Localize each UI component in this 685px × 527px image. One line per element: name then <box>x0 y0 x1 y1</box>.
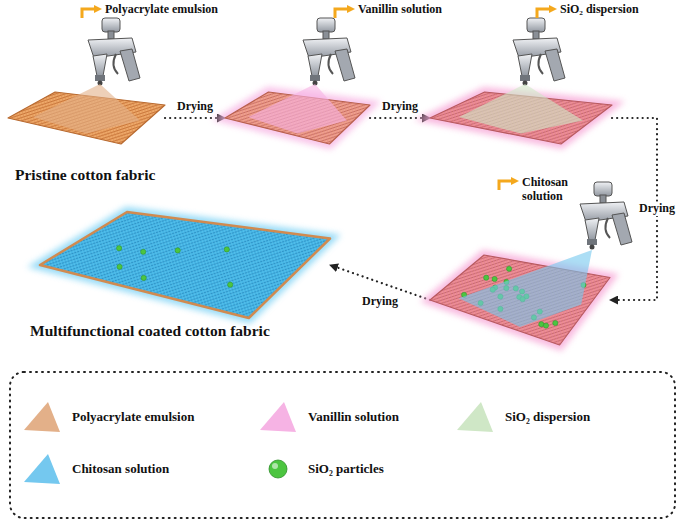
cone-sample <box>260 402 296 432</box>
silica-particle <box>228 282 233 287</box>
silica-particle <box>141 275 146 280</box>
silica-particle <box>484 275 489 280</box>
silica-particle <box>224 247 229 252</box>
step-label: Vanillin solution <box>358 3 442 17</box>
step-label: Chitosan solution <box>522 176 584 204</box>
fabric-node: SiO₂ dispersion <box>430 92 612 144</box>
silica-particle <box>492 276 497 281</box>
fabric-illustration <box>430 92 612 144</box>
spray-cone <box>459 250 592 327</box>
step-label: Polyacrylate emulsion <box>105 3 218 17</box>
spray-swatch <box>22 400 62 434</box>
spray-cone <box>248 84 347 134</box>
cone-sample <box>24 402 60 432</box>
spray-swatch <box>22 452 62 486</box>
fabric-illustration <box>40 212 330 318</box>
legend-text: Polyacrylate emulsion <box>72 410 194 425</box>
spray-swatch <box>258 400 298 434</box>
silica-particle <box>553 320 558 325</box>
fabric-illustration <box>430 255 610 345</box>
fabric-node: Chitosan solution <box>430 255 610 345</box>
spray-gun <box>303 18 355 86</box>
legend-text: SiO₂ dispersion <box>505 410 590 425</box>
fabric-node: Vanillin solution <box>225 92 370 144</box>
cone-sample <box>24 454 60 484</box>
orange-bent-arrow <box>537 5 557 18</box>
legend-text: SiO₂ particles <box>308 462 384 477</box>
step-label: Multifunctional coated cotton fabric <box>30 322 270 340</box>
silica-particle <box>141 249 146 254</box>
spray-cone <box>459 84 583 134</box>
particle-highlight <box>272 463 278 469</box>
silica-particle <box>507 266 512 271</box>
spray-gun <box>513 18 565 86</box>
legend-text: Vanillin solution <box>308 410 399 425</box>
spray-cone <box>33 84 140 134</box>
silica-particle <box>117 264 122 269</box>
silica-particle <box>539 322 544 327</box>
particle-dot <box>269 460 287 478</box>
edge-label: Drying <box>360 295 400 309</box>
orange-bent-arrow <box>499 177 519 190</box>
silica-particle <box>175 248 180 253</box>
edge-label: Drying <box>637 202 677 216</box>
fabric-glow <box>40 212 330 318</box>
spray-gun <box>88 18 140 86</box>
fabric-illustration <box>8 92 165 144</box>
edge-label: Drying <box>380 100 420 114</box>
spray-gun <box>580 182 632 250</box>
fabric-node: Polyacrylate emulsionPristine cotton fab… <box>8 92 165 144</box>
step-label: Pristine cotton fabric <box>15 166 155 184</box>
fabric-node: Multifunctional coated cotton fabric <box>40 212 330 318</box>
orange-bent-arrow <box>335 5 355 18</box>
cone-sample <box>457 402 493 432</box>
legend-frame <box>10 372 675 518</box>
cotton-fabric <box>40 212 330 318</box>
step-label: SiO₂ dispersion <box>560 3 639 17</box>
edge-label: Drying <box>175 100 215 114</box>
fabric-illustration <box>225 92 370 144</box>
silica-particle <box>543 323 548 328</box>
spray-swatch <box>455 400 495 434</box>
legend-text: Chitosan solution <box>72 462 169 477</box>
orange-bent-arrow <box>82 5 102 18</box>
silica-particle <box>117 246 122 251</box>
particle-swatch <box>258 452 298 486</box>
